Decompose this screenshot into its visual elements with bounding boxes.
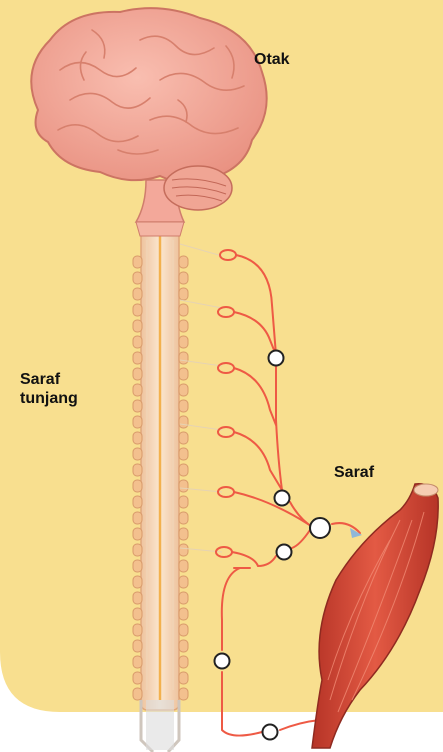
vertebra xyxy=(179,352,188,364)
vertebra xyxy=(179,528,188,540)
vertebra xyxy=(179,336,188,348)
vertebra xyxy=(179,656,188,668)
vertebra xyxy=(133,608,142,620)
spinal-cord-icon xyxy=(133,230,188,752)
vertebra xyxy=(179,672,188,684)
vertebra xyxy=(179,416,188,428)
vertebra xyxy=(133,656,142,668)
vertebra xyxy=(179,496,188,508)
vertebra xyxy=(179,464,188,476)
vertebra xyxy=(133,384,142,396)
vertebra xyxy=(179,512,188,524)
brain-label: Otak xyxy=(254,50,290,69)
vertebra xyxy=(133,480,142,492)
vertebra xyxy=(133,672,142,684)
vertebra xyxy=(179,480,188,492)
vertebra xyxy=(133,576,142,588)
vertebra xyxy=(133,528,142,540)
vertebra xyxy=(179,688,188,700)
vertebra xyxy=(179,256,188,268)
vertebra xyxy=(179,608,188,620)
vertebra xyxy=(179,432,188,444)
vertebra xyxy=(133,272,142,284)
spinal-cord-label-line2: tunjang xyxy=(20,389,78,408)
vertebra xyxy=(179,400,188,412)
vertebra xyxy=(133,336,142,348)
vertebra xyxy=(179,640,188,652)
vertebra xyxy=(179,304,188,316)
vertebra xyxy=(133,624,142,636)
vertebra xyxy=(133,304,142,316)
vertebra xyxy=(179,592,188,604)
spinal-cord-label-line1: Saraf xyxy=(20,370,60,389)
vertebra xyxy=(179,288,188,300)
vertebra xyxy=(133,256,142,268)
vertebra xyxy=(179,544,188,556)
vertebra xyxy=(133,512,142,524)
vertebra xyxy=(179,576,188,588)
vertebra xyxy=(179,384,188,396)
nerve-label: Saraf xyxy=(334,463,374,482)
vertebra xyxy=(133,592,142,604)
vertebra xyxy=(133,400,142,412)
vertebra xyxy=(133,496,142,508)
vertebra xyxy=(133,288,142,300)
vertebra xyxy=(133,560,142,572)
vertebra xyxy=(133,544,142,556)
vertebra xyxy=(133,352,142,364)
vertebra xyxy=(133,640,142,652)
vertebra xyxy=(133,432,142,444)
vertebra xyxy=(133,448,142,460)
vertebra xyxy=(179,368,188,380)
vertebra xyxy=(133,416,142,428)
vertebra xyxy=(179,320,188,332)
vertebra xyxy=(133,368,142,380)
vertebra xyxy=(179,272,188,284)
vertebra xyxy=(179,448,188,460)
vertebra xyxy=(133,688,142,700)
vertebra xyxy=(133,320,142,332)
vertebra xyxy=(179,560,188,572)
vertebra xyxy=(133,464,142,476)
vertebra xyxy=(179,624,188,636)
